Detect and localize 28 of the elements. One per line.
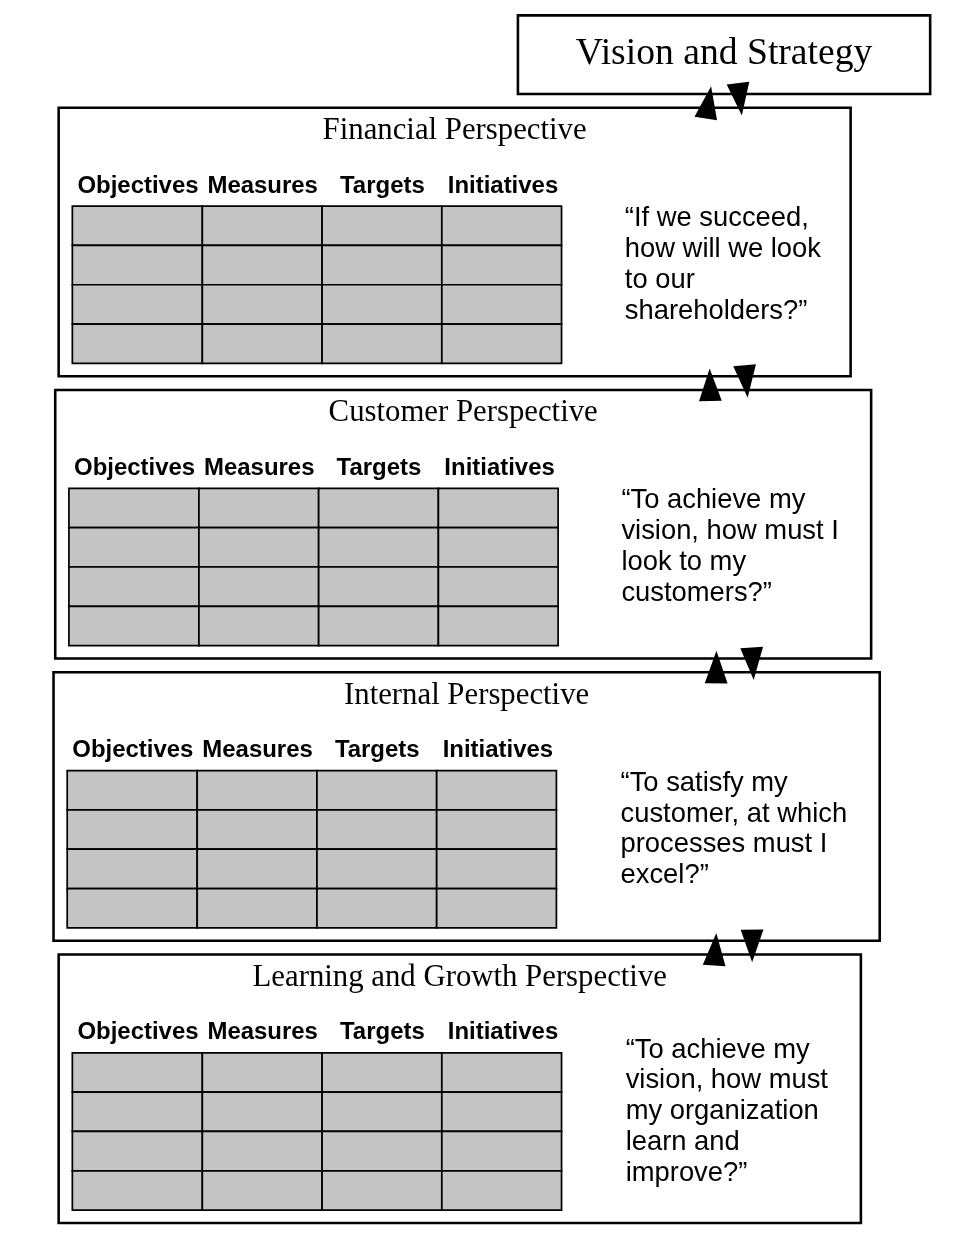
node-text: “To achieve my vision, how must I look to my customers?” <box>621 483 839 607</box>
arrow <box>699 368 722 402</box>
node-label: Initiatives <box>444 452 555 480</box>
node-text: “To satisfy my customer, at which processes must I excel?” <box>620 765 848 890</box>
node-label: Initiatives <box>447 170 559 198</box>
node-label: Targets <box>334 735 420 763</box>
arrow <box>694 86 718 121</box>
arrow <box>702 933 726 967</box>
node-label: Initiatives <box>442 735 554 763</box>
node-label: Objectives <box>77 170 199 198</box>
arrow <box>733 364 756 398</box>
node-label: Measures <box>204 452 315 480</box>
node-label: Objectives <box>72 735 194 763</box>
node-text: “To achieve my vision, how must my organization learn and improve?” <box>625 1032 828 1187</box>
node-label: Objectives <box>74 452 196 480</box>
arrow <box>740 646 764 680</box>
node-label: Objectives <box>77 1017 199 1045</box>
node-label: Targets <box>340 1017 425 1045</box>
node-label: Measures <box>202 735 313 763</box>
arrow <box>726 81 750 116</box>
node-label: Initiatives <box>447 1017 559 1045</box>
node-label: Measures <box>207 170 318 198</box>
node-label: Measures <box>207 1017 318 1045</box>
node-label: Targets <box>340 170 425 198</box>
arrow <box>704 650 728 684</box>
node-text: “If we succeed, how will we look to our shareholders?” <box>624 201 821 325</box>
node-label: Targets <box>336 452 422 480</box>
arrow <box>740 929 764 963</box>
